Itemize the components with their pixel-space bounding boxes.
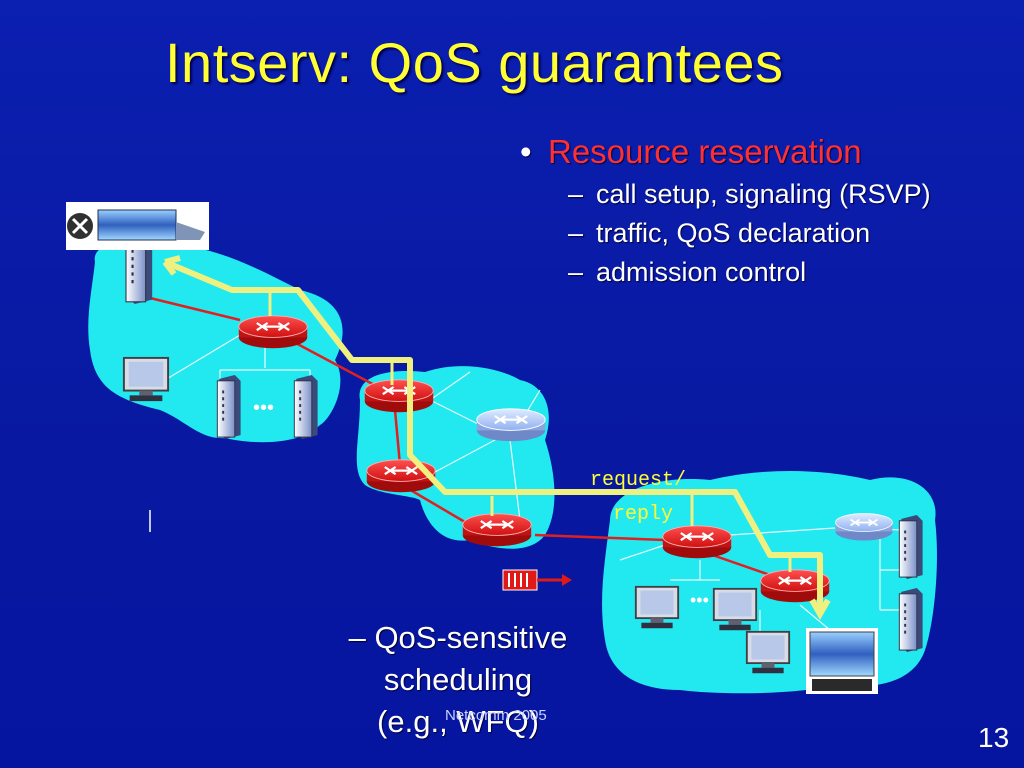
server-icon	[216, 375, 242, 439]
bullet-main: •Resource reservation	[520, 133, 862, 170]
path-arrow-head-end	[809, 598, 831, 621]
signal-arrows	[268, 290, 792, 572]
router-middle-top	[363, 378, 435, 414]
reservation-path	[163, 259, 823, 612]
bullet-main-text: Resource reservation	[548, 133, 862, 170]
router-middle-bottom	[365, 458, 437, 494]
server-icon	[898, 515, 924, 579]
ellipsis-icon: •••	[690, 590, 709, 610]
path-arrow-head-start	[162, 255, 181, 276]
scheduling-line-3: (e.g., WFQ)	[377, 704, 539, 739]
router-right-entry	[661, 524, 733, 560]
server-icon	[293, 375, 319, 439]
scheduling-line-2: scheduling	[383, 662, 533, 697]
video-source-panel	[66, 202, 209, 250]
bullet-sub-3-text: admission control	[596, 257, 807, 287]
page-number: 13	[978, 722, 1010, 753]
bullet-sub-3: –admission control	[568, 257, 807, 287]
ellipsis-icon: •••	[253, 397, 274, 419]
server-icon	[898, 588, 924, 652]
bullet-sub-1: –call setup, signaling (RSVP)	[568, 179, 931, 209]
bullet-sub-1-text: call setup, signaling (RSVP)	[596, 179, 931, 209]
slide-title: Intserv: QoS guarantees	[165, 31, 784, 94]
bullet-sub-2: –traffic, QoS declaration	[568, 218, 871, 248]
router-left	[237, 314, 309, 350]
white-links	[164, 334, 901, 632]
queue-icon	[502, 569, 572, 591]
footer-text: Netcomm 2005	[445, 707, 547, 724]
bullet-list: •Resource reservation –call setup, signa…	[520, 133, 1020, 288]
video-display-icon	[806, 628, 878, 694]
scheduling-line-1: – QoS-sensitive	[348, 620, 568, 655]
router-blue-middle	[475, 407, 547, 443]
scheduling-note: – QoS-sensitive scheduling (e.g., WFQ)	[308, 617, 608, 743]
router-blue-right	[834, 512, 894, 542]
reply-label: reply	[613, 503, 674, 526]
request-label: request/	[590, 469, 687, 492]
router-middle-exit	[461, 512, 533, 548]
bullet-sub-2-text: traffic, QoS declaration	[596, 218, 871, 248]
